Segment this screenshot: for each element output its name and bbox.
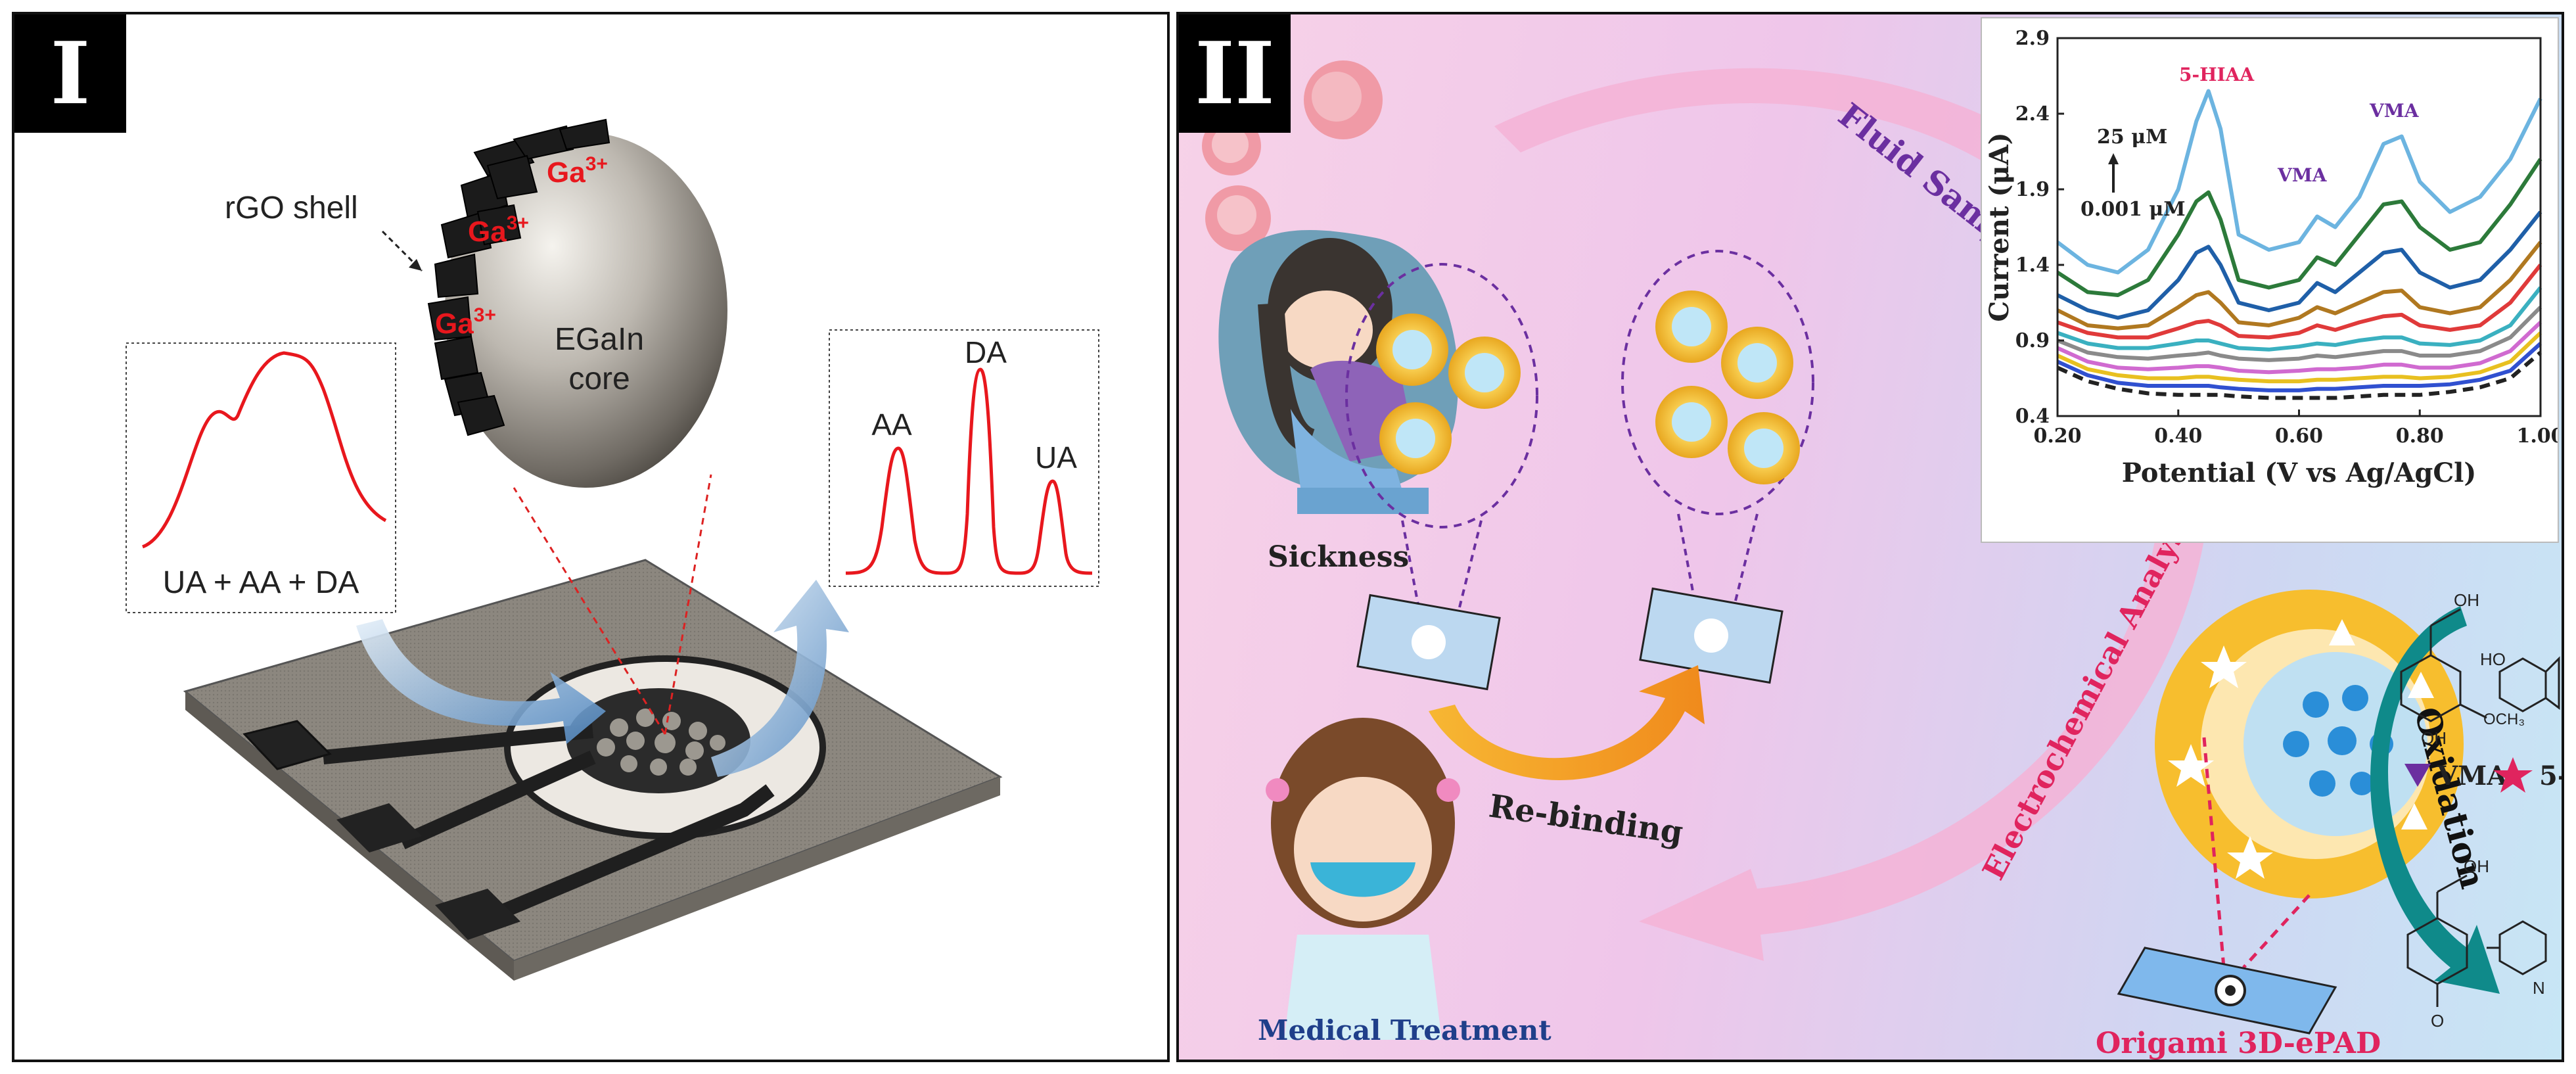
origami-epad-icon xyxy=(2117,946,2337,1035)
chem-label: HO xyxy=(2480,649,2506,669)
chem-label: OCH₃ xyxy=(2483,711,2525,728)
y-tick-label: 0.4 xyxy=(2015,405,2050,428)
cv-series-line xyxy=(2056,306,2542,362)
oxidation-arrow xyxy=(2370,606,2500,994)
cv-series-line xyxy=(2056,210,2542,320)
cv-series-line xyxy=(2056,351,2542,400)
cv-chart-card: 0.20 0.40 0.60 0.80 1.00 0.4 0.9 1.4 1.9 2.4 2.9 P… xyxy=(1981,17,2559,543)
mip-bead-callout-left xyxy=(1345,263,1538,691)
core-label: EGaIn xyxy=(555,322,644,357)
cv-series-line xyxy=(2057,264,2542,340)
5hiaa-structure xyxy=(2498,656,2560,712)
oxidized-vma-structure xyxy=(2406,874,2468,1007)
cv-series-line xyxy=(2056,331,2542,384)
y-tick-label: 0.9 xyxy=(2015,329,2050,352)
ion-label: Ga3+ xyxy=(468,212,529,248)
mixed-signal-inset: UA + AA + DA xyxy=(126,342,396,613)
concentration-low: 0.001 μM xyxy=(2081,198,2186,221)
y-tick-label: 2.4 xyxy=(2015,103,2050,126)
panel-label-i: I xyxy=(14,14,126,133)
y-tick-label: 2.9 xyxy=(2015,27,2050,50)
cv-series-line xyxy=(2057,286,2542,352)
origami-label: Origami 3D-ePAD xyxy=(2096,1027,2381,1060)
peak-label-ua: UA xyxy=(1035,440,1077,475)
y-tick-label: 1.9 xyxy=(2015,178,2050,201)
chem-label: OH xyxy=(2454,590,2479,610)
medical-treatment-label: Medical Treatment xyxy=(1258,1014,1552,1046)
ion-label: Ga3+ xyxy=(547,153,608,189)
x-tick-label: 1.00 xyxy=(2516,425,2558,448)
mixed-signal-curve xyxy=(141,351,387,549)
cv-chart: 0.20 0.40 0.60 0.80 1.00 0.4 0.9 1.4 1.9 2.4 2.9 P… xyxy=(1984,27,2558,488)
legend-5hiaa: 5-HIAA xyxy=(2539,760,2562,791)
chem-label: N xyxy=(2533,978,2545,998)
concentration-arrowhead xyxy=(2108,153,2119,164)
rgo-shell-label: rGO shell xyxy=(225,191,358,225)
doctor-illustration xyxy=(1266,718,1460,1040)
core-label: core xyxy=(568,362,630,396)
cv-series-line xyxy=(2056,158,2542,297)
contact-pad xyxy=(242,720,332,770)
contact-pad xyxy=(336,803,422,852)
vma-peak-annotation: VMA xyxy=(2277,164,2328,186)
cv-series-line xyxy=(2056,342,2542,392)
y-tick-label: 1.4 xyxy=(2015,254,2050,277)
panel-i: Ga3+ Ga3+ Ga3+ EGaIn core rGO shell UA +… xyxy=(12,12,1170,1062)
mixed-signal-label: UA + AA + DA xyxy=(163,565,359,600)
legend-vma: VMA xyxy=(2437,760,2508,791)
outflow-arrow xyxy=(711,580,849,777)
peak-label-aa: AA xyxy=(871,408,912,442)
vma-marker-icon xyxy=(2404,764,2431,787)
chem-label: O xyxy=(2431,1011,2444,1031)
mip-bead-callout-right xyxy=(1621,250,1814,684)
vma-structure xyxy=(2400,608,2487,722)
x-tick-label: 0.40 xyxy=(2154,425,2202,448)
chem-label: OH xyxy=(2421,728,2447,748)
resolved-peaks-inset: AA DA UA xyxy=(829,329,1099,587)
panel-ii-illustration: Fluid Samples Electrochemical Analysis S… xyxy=(1202,60,2562,1060)
peak-label-da: DA xyxy=(965,335,1007,369)
y-axis-label: Current (μA) xyxy=(1984,132,2015,321)
rebinding-arrow xyxy=(1429,665,1705,780)
contact-pad xyxy=(435,889,520,940)
panel-i-illustration: Ga3+ Ga3+ Ga3+ EGaIn core rGO shell UA +… xyxy=(126,118,1099,981)
x-axis-label: Potential (V vs Ag/AgCl) xyxy=(2122,457,2477,488)
cv-series-line xyxy=(2056,321,2542,375)
resolved-peaks-curve xyxy=(845,367,1093,575)
chem-label: OH xyxy=(2464,856,2489,876)
5hiaa-star-icon xyxy=(2493,757,2533,793)
ion-label: Ga3+ xyxy=(435,304,496,340)
hiaa-peak-annotation: 5-HIAA xyxy=(2179,64,2255,85)
egain-core-sphere xyxy=(427,118,727,488)
panel-label-ii: II xyxy=(1179,14,1291,133)
x-tick-label: 0.80 xyxy=(2396,425,2444,448)
inflow-arrow xyxy=(356,619,606,744)
electrode-chip xyxy=(183,559,1003,981)
cv-series-line xyxy=(2056,89,2542,275)
cv-series-line xyxy=(2056,241,2542,331)
x-tick-label: 0.60 xyxy=(2275,425,2323,448)
rebinding-label: Re-binding xyxy=(1486,787,1685,851)
x-tick-label: 0.20 xyxy=(2033,425,2081,448)
sickness-label: Sickness xyxy=(1268,540,1409,574)
oxidized-5hiaa-structure xyxy=(2487,920,2547,975)
vma-peak-annotation: VMA xyxy=(2369,100,2420,122)
rgo-shell-flakes xyxy=(427,118,610,436)
concentration-high: 25 μM xyxy=(2097,126,2167,149)
panel-ii: Fluid Samples Electrochemical Analysis S… xyxy=(1176,12,2564,1062)
